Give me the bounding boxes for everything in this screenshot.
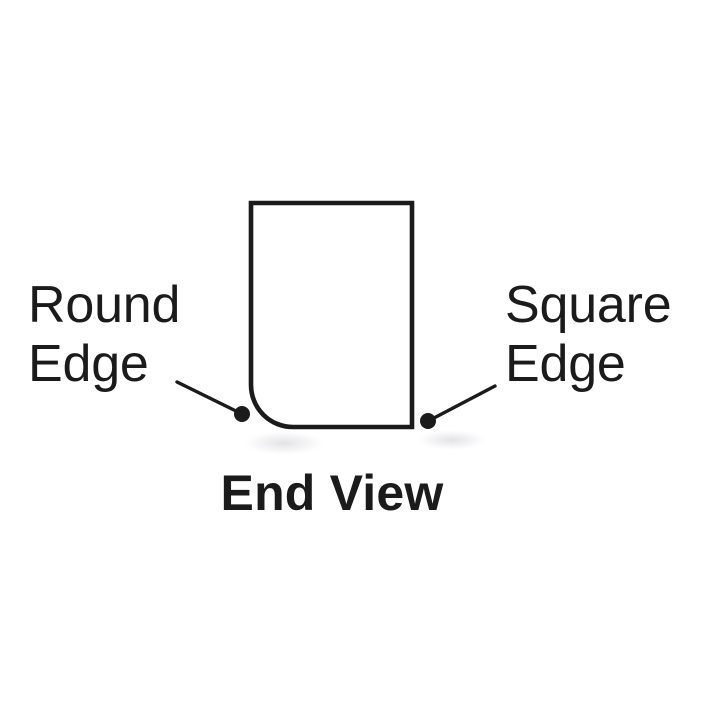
square-edge-label-line1: Square: [505, 276, 671, 334]
round-edge-pointer-dot: [234, 406, 250, 422]
square-edge-leader-line: [432, 384, 497, 420]
annotation-round-edge: Round Edge: [28, 276, 250, 422]
square-edge-pointer-dot: [420, 413, 436, 429]
end-view-caption: End View: [221, 465, 444, 521]
round-edge-label-line2: Edge: [28, 335, 149, 393]
shadow-smudge-right: [414, 429, 490, 451]
round-edge-leader-line: [175, 380, 238, 413]
round-edge-label-line1: Round: [28, 276, 180, 334]
profile-outline: [248, 200, 415, 430]
shadow-smudge: [240, 430, 328, 456]
square-edge-label-line2: Edge: [505, 335, 626, 393]
annotation-square-edge: Square Edge: [420, 276, 672, 429]
